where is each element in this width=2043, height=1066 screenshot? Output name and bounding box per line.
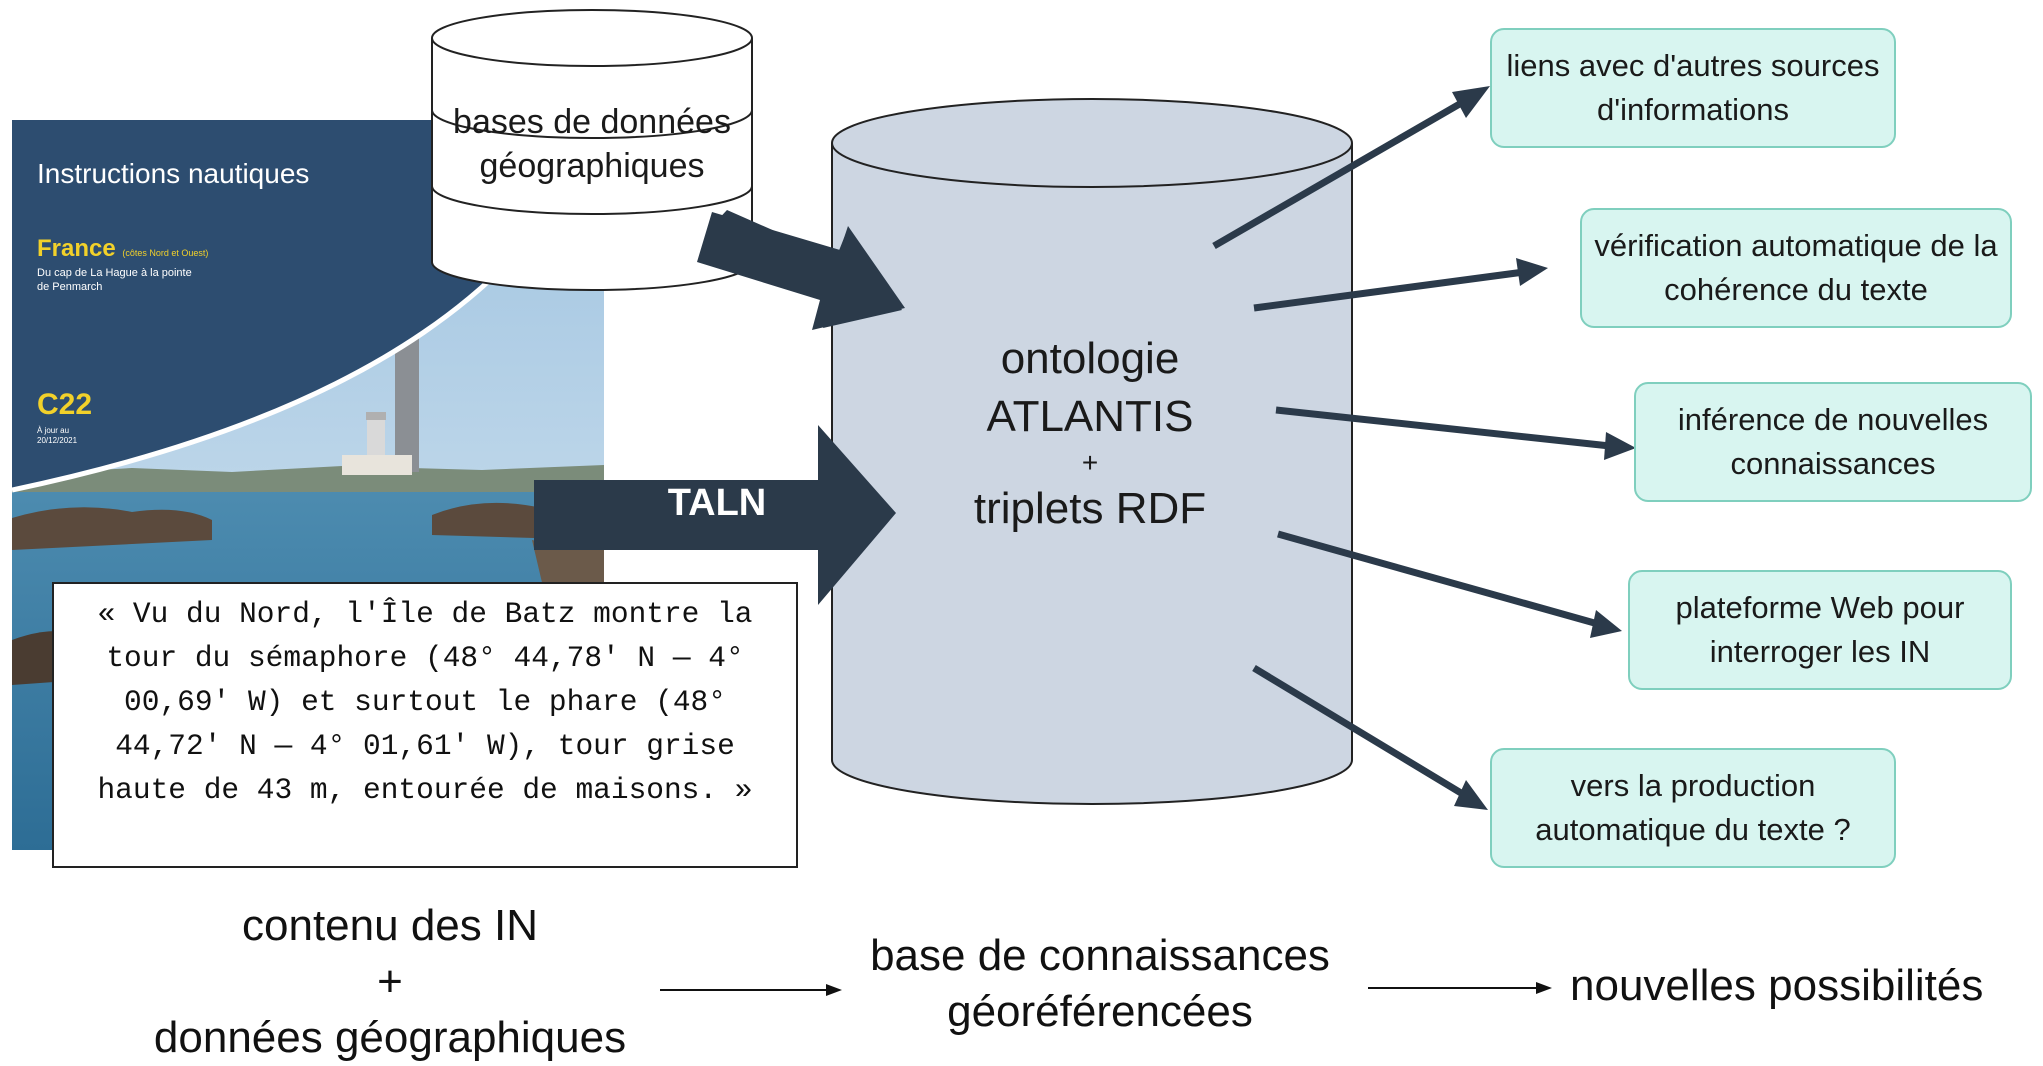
bottom-middle-label: base de connaissances géoréférencées (840, 928, 1360, 1040)
bottom-left-plus: + (377, 957, 403, 1006)
cover-country: France (côtes Nord et Ouest) (37, 235, 208, 263)
bottom-middle-line-2: géoréférencées (947, 987, 1253, 1036)
cover-country-note: (côtes Nord et Ouest) (122, 248, 209, 258)
bottom-right-label: nouvelles possibilités (1570, 961, 1984, 1010)
database-arrow-shape (697, 212, 905, 330)
cover-subtitle: Du cap de La Hague à la pointe de Penmar… (37, 267, 192, 293)
output-box-verification: vérification automatique de la cohérence… (1580, 208, 2012, 328)
ontology-plus: + (1081, 447, 1099, 478)
output-box-production: vers la production automatique du texte … (1490, 748, 1896, 868)
taln-label: TALN (667, 482, 767, 524)
ontology-line-1: ontologie (1000, 334, 1180, 383)
cover-title: Instructions nautiques (37, 158, 310, 189)
bottom-left-label: contenu des IN + données géographiques (100, 898, 680, 1066)
database-cylinder (431, 9, 753, 291)
ontology-cylinder (831, 98, 1353, 805)
database-label: bases de données géographiques (453, 103, 731, 185)
ontology-label: ontologie ATLANTIS + triplets RDF (830, 330, 1350, 538)
bottom-arrows (660, 982, 1552, 996)
output-box-web-platform: plateforme Web pour interroger les IN (1628, 570, 2012, 690)
cover-country-name: France (37, 235, 116, 262)
output-box-links: liens avec d'autres sources d'informatio… (1490, 28, 1896, 148)
quote-box: « Vu du Nord, l'Île de Batz montre la to… (52, 582, 798, 868)
ontology-line-2: ATLANTIS (986, 392, 1194, 441)
bottom-left-line-1: contenu des IN (242, 901, 538, 950)
bottom-left-line-2: données géographiques (153, 1013, 627, 1062)
taln-arrow-shape (534, 425, 896, 605)
ontology-line-3: triplets RDF (973, 484, 1207, 533)
output-arrows (1212, 86, 1636, 810)
cover-code: C22 (37, 388, 93, 421)
output-box-inference: inférence de nouvelles connaissances (1634, 382, 2032, 502)
cover-date: À jour au 20/12/2021 (37, 426, 78, 445)
bottom-middle-line-1: base de connaissances (870, 931, 1330, 980)
